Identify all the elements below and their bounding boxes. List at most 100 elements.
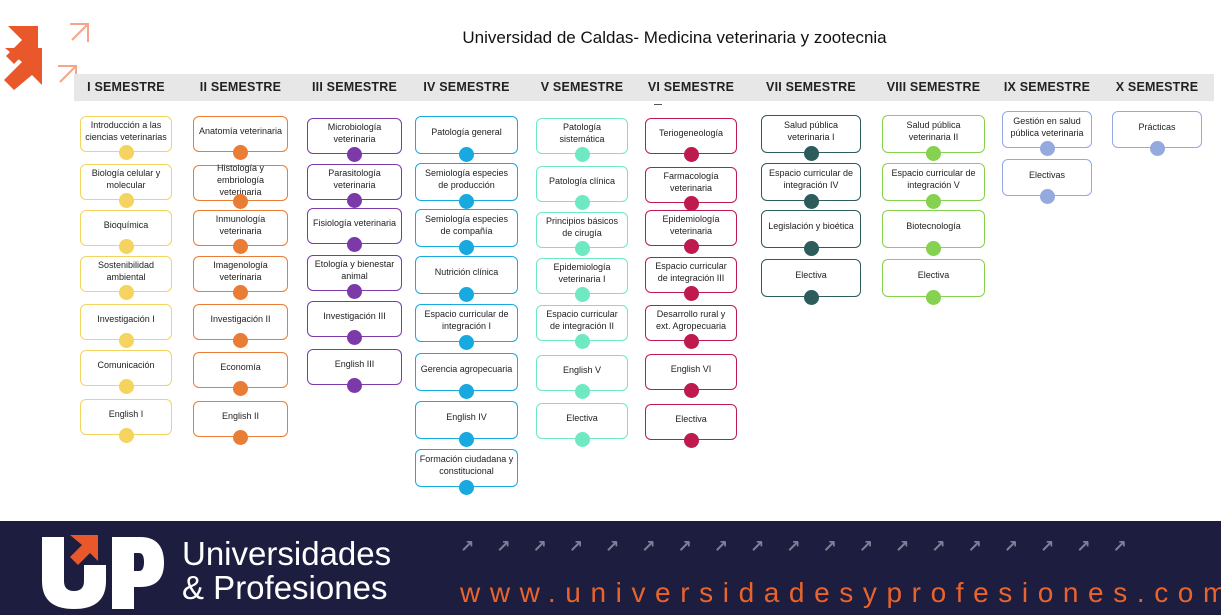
course-card: Electivas (1002, 159, 1092, 204)
course-card: Epidemiología veterinaria I (536, 258, 628, 302)
course-dot-icon (574, 287, 590, 302)
course-name: Nutrición clínica (434, 267, 499, 277)
course-name: Teriogeneología (658, 128, 724, 138)
course-name: Espacio curricular de integración I (424, 309, 509, 331)
course-dot-icon (233, 239, 248, 254)
course-dot-icon (683, 196, 699, 211)
course-name: Prácticas (1138, 121, 1176, 132)
course-card: Patología sistemática (536, 118, 628, 162)
brand-arrows-logo (4, 23, 89, 90)
course-card: Espacio curricular de integración II (536, 305, 628, 349)
course-dot-icon (683, 334, 699, 349)
semester-title: X SEMESTRE (1115, 80, 1199, 94)
course-dot-icon (233, 285, 248, 300)
course-dot-icon (118, 333, 134, 348)
course-card: Introducción a las ciencias veterinarias (80, 116, 172, 160)
course-name: Biotecnología (906, 221, 961, 231)
course-dot-icon (459, 240, 474, 255)
course-name: Introducción a las ciencias veterinarias (85, 120, 167, 142)
course-dot-icon (803, 290, 819, 305)
course-dot-icon (683, 147, 699, 162)
arrow-icon: ↗ (895, 537, 910, 556)
arrow-icon: ↗ (786, 537, 801, 556)
course-card: Investigación II (193, 304, 288, 348)
course-name: Anatomía veterinaria (198, 126, 283, 136)
course-dot-icon (347, 330, 362, 345)
course-card: Fisiología veterinaria (307, 208, 402, 252)
course-name: Inmunología veterinaria (215, 214, 266, 236)
course-name: Investigación II (210, 314, 271, 324)
course-dot-icon (926, 290, 941, 305)
course-dot-icon (459, 480, 474, 495)
course-dot-icon (118, 239, 134, 254)
course-card: English I (80, 399, 172, 443)
semester-title: I SEMESTRE (87, 80, 165, 94)
course-name: Comunicación (97, 360, 155, 370)
course-name: Electiva (917, 270, 950, 280)
course-card: Electiva (536, 403, 628, 447)
course-name: Biología celular y molecular (91, 168, 161, 190)
course-name: English IV (446, 412, 487, 422)
page-title: Universidad de Caldas- Medicina veterina… (462, 28, 887, 47)
course-dot-icon (459, 287, 474, 302)
course-card: Salud pública veterinaria I (761, 115, 861, 161)
course-card: Patología general (415, 116, 518, 162)
course-dot-icon (459, 335, 474, 350)
course-name: Electiva (675, 414, 707, 424)
arrow-icon: ↗ (532, 537, 547, 556)
course-dot-icon (118, 285, 134, 300)
footer-banner: Universidades & Profesiones ↗↗↗↗↗↗↗↗↗↗↗↗… (0, 521, 1221, 615)
arrow-icon: ↗ (858, 537, 873, 556)
course-card: Espacio curricular de integración V (882, 163, 985, 209)
course-dot-icon (683, 286, 699, 301)
semester-title: IX SEMESTRE (1003, 80, 1091, 94)
course-name: English VI (670, 364, 712, 374)
course-name: English II (221, 411, 260, 421)
course-name: Principios básicos de cirugía (545, 216, 619, 238)
course-name: Salud pública veterinaria II (906, 120, 961, 142)
course-card: Gerencia agropecuaria (415, 353, 518, 399)
course-card: Parasitología veterinaria (307, 164, 402, 208)
semester-header-bar (74, 74, 1214, 101)
course-name: Parasitología veterinaria (328, 168, 381, 190)
course-card: Teriogeneología (645, 118, 737, 162)
course-name: Etología y bienestar animal (314, 259, 395, 281)
course-dot-icon (459, 384, 474, 399)
course-card: Electiva (645, 404, 737, 448)
course-dot-icon (683, 383, 699, 398)
course-name: Investigación I (97, 314, 155, 324)
course-name: Espacio curricular de integración II (546, 309, 618, 331)
course-name: English I (108, 409, 144, 419)
course-card: Electiva (761, 259, 861, 305)
footer-arrow-pattern: ↗↗↗↗↗↗↗↗↗↗↗↗↗↗↗↗↗↗↗ (460, 537, 1220, 557)
course-name: Gestión en salud pública veterinaria (1010, 115, 1084, 138)
course-name: Semiología especies de compañía (424, 214, 509, 236)
arrow-icon: ↗ (641, 537, 656, 556)
course-name: Espacio curricular de integración V (891, 168, 976, 190)
course-dot-icon (803, 194, 819, 209)
course-dot-icon (574, 384, 590, 399)
course-card: Espacio curricular de integración IV (761, 163, 861, 209)
course-name: Bioquímica (103, 220, 149, 230)
course-dot-icon (233, 145, 248, 160)
course-dot-icon (574, 147, 590, 162)
course-card: English VI (645, 354, 737, 398)
course-dot-icon (574, 241, 590, 256)
course-dot-icon (347, 193, 362, 208)
course-card: Desarrollo rural y ext. Agropecuaria (645, 305, 737, 349)
course-card: English V (536, 355, 628, 399)
course-name: Fisiología veterinaria (312, 218, 397, 228)
website-link[interactable]: www.universidadesyprofesiones.com (460, 577, 1221, 608)
semester-title: VIII SEMESTRE (886, 80, 981, 94)
course-card: Microbiología veterinaria (307, 118, 402, 162)
course-dot-icon (926, 241, 941, 256)
course-dot-icon (683, 433, 699, 448)
course-card: Prácticas (1112, 111, 1202, 156)
course-name: Investigación III (323, 311, 386, 321)
course-name: Imagenología veterinaria (213, 260, 268, 282)
course-dot-icon (803, 146, 819, 161)
course-dot-icon (347, 284, 362, 299)
course-card: Anatomía veterinaria (193, 116, 288, 160)
course-dot-icon (118, 428, 134, 443)
footer-brand-name: Universidades & Profesiones (182, 537, 391, 605)
